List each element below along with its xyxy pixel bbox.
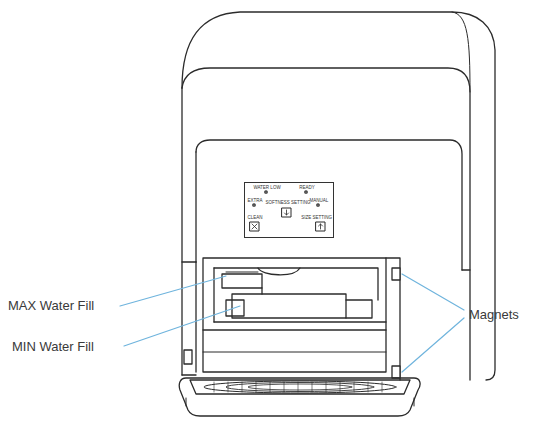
panel-label: MANUAL bbox=[310, 199, 329, 204]
panel-label: WATER LOW bbox=[253, 186, 280, 191]
panel-label: CLEAN bbox=[247, 216, 262, 221]
panel-label: SIZE SETTING bbox=[301, 216, 332, 221]
callout-label: MAX Water Fill bbox=[8, 299, 94, 312]
panel-label: EXTRA bbox=[247, 199, 262, 204]
panel-label: READY bbox=[299, 186, 315, 191]
control-panel: WATER LOW READY EXTRASOFTNESS SETTINGMANUA… bbox=[244, 182, 334, 238]
callout-label: Magnets bbox=[469, 308, 519, 321]
panel-label: SOFTNESS SETTING bbox=[265, 201, 310, 206]
callout-label: MIN Water Fill bbox=[12, 340, 94, 353]
